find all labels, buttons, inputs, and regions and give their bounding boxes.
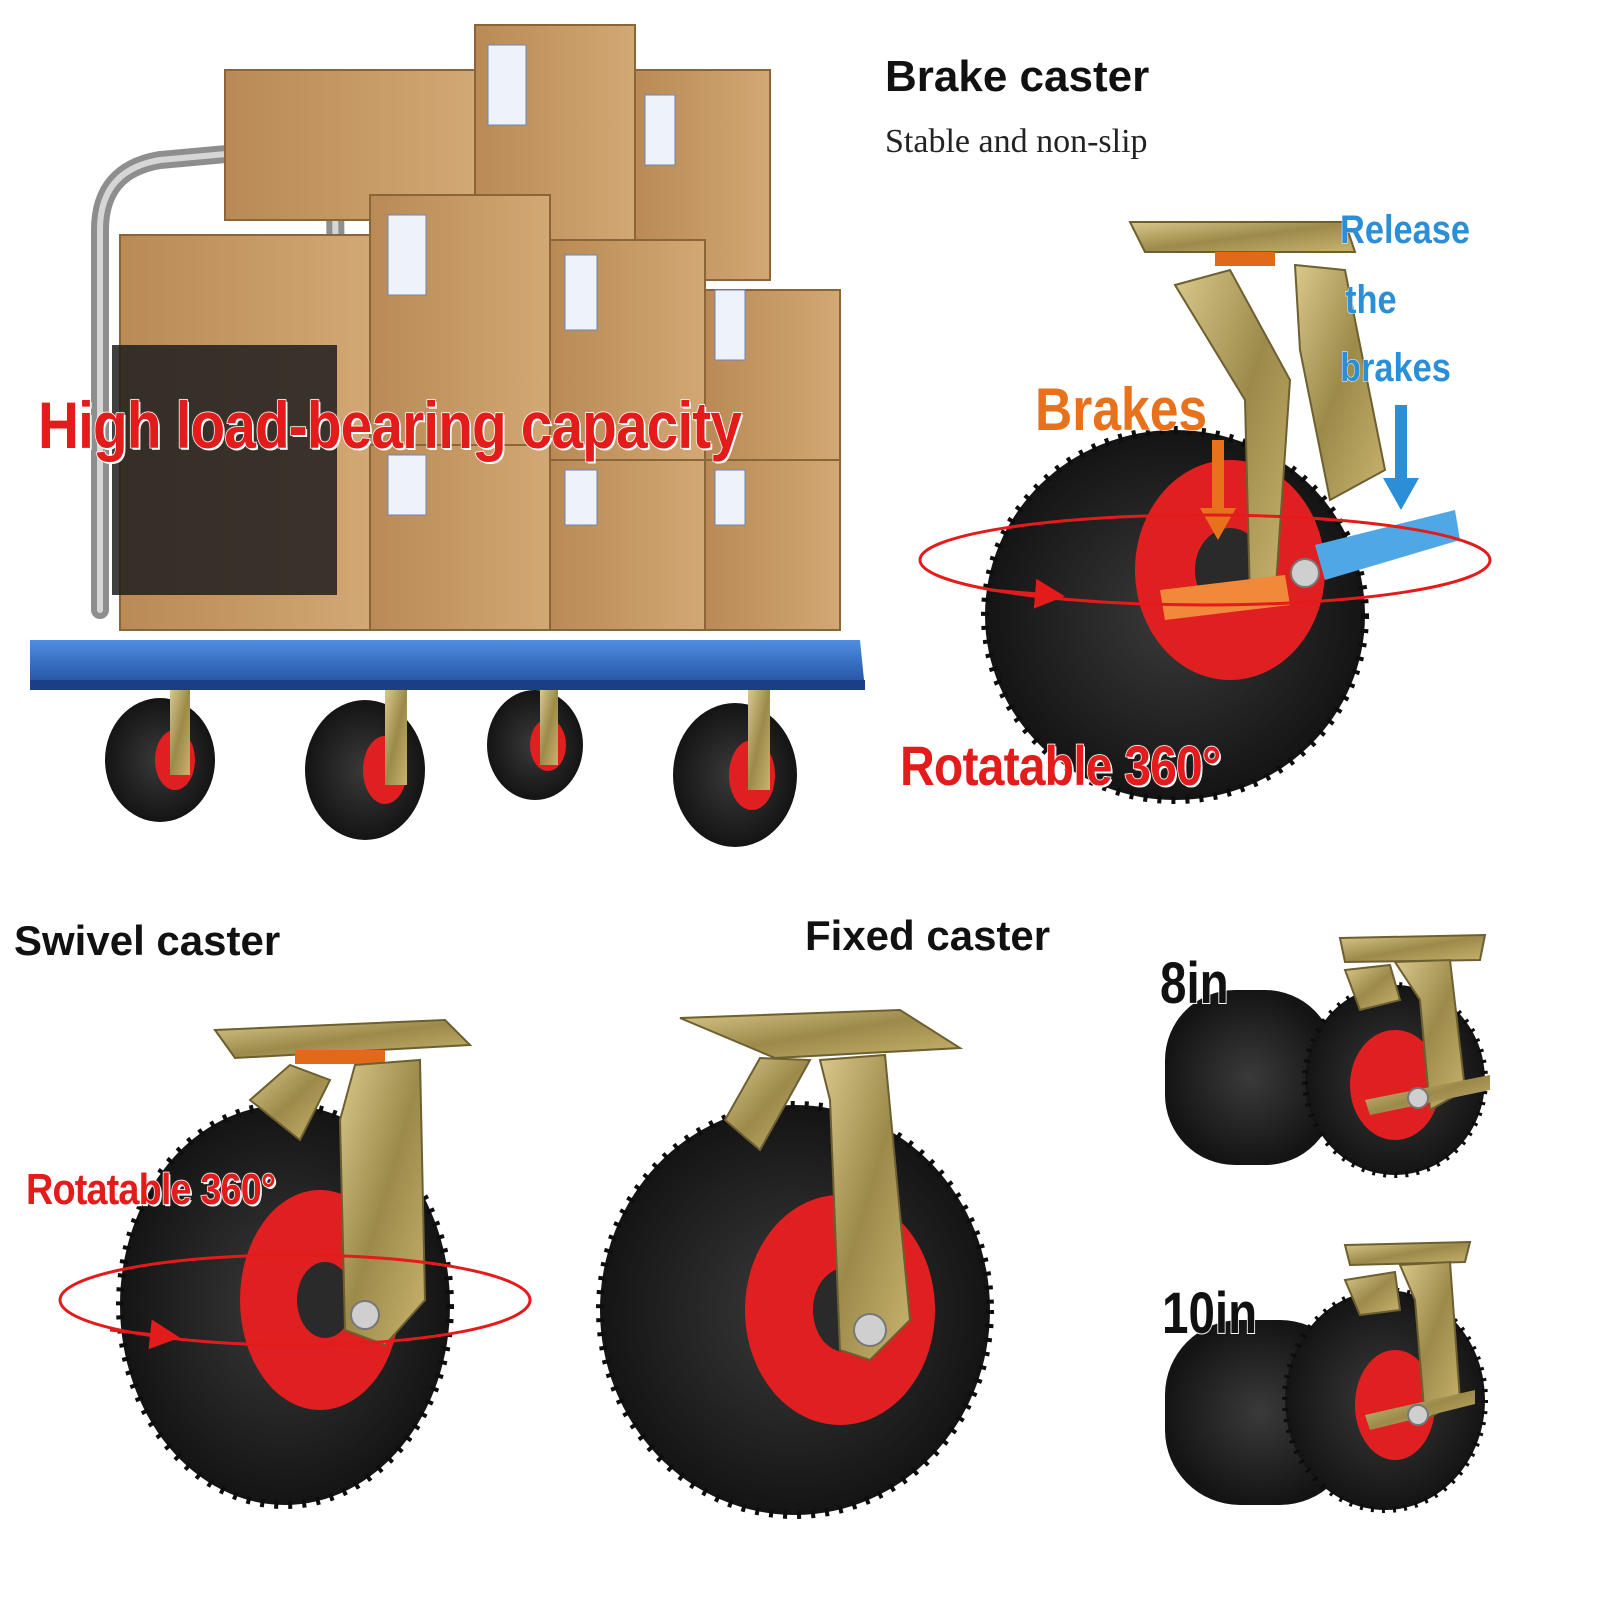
- release-caption-line1: Release: [1340, 208, 1471, 252]
- brake-caster-illustration: [918, 221, 1492, 804]
- rotation-ring-icon: [58, 1253, 532, 1347]
- swivel-caster-illustration: [58, 1018, 532, 1509]
- fixed-caster-title: Fixed caster: [805, 912, 1051, 959]
- brake-caster-title: Brake caster: [885, 52, 1150, 101]
- caster-8in-illustration: [1165, 933, 1490, 1178]
- swivel-caster-title: Swivel caster: [14, 917, 281, 964]
- brakes-caption: Brakes: [1035, 376, 1208, 443]
- load-capacity-caption: High load-bearing capacity: [37, 388, 742, 462]
- size-8in-label: 8in: [1159, 951, 1229, 1016]
- arrow-down-icon: [1383, 405, 1419, 510]
- release-caption-line3: brakes: [1340, 346, 1452, 390]
- rotatable-caption-brake: Rotatable 360°: [899, 734, 1222, 797]
- rotatable-caption-swivel: Rotatable 360°: [25, 1165, 276, 1214]
- cart-wheels: [105, 690, 797, 847]
- cart-illustration: [30, 24, 865, 847]
- fixed-caster-illustration: [596, 1008, 994, 1519]
- rotation-ring-icon: [918, 513, 1492, 607]
- brake-caster-subtitle: Stable and non-slip: [885, 123, 1148, 160]
- release-caption-line2: the: [1345, 278, 1397, 322]
- caster-10in-illustration: [1165, 1240, 1488, 1513]
- size-10in-label: 10in: [1161, 1281, 1258, 1346]
